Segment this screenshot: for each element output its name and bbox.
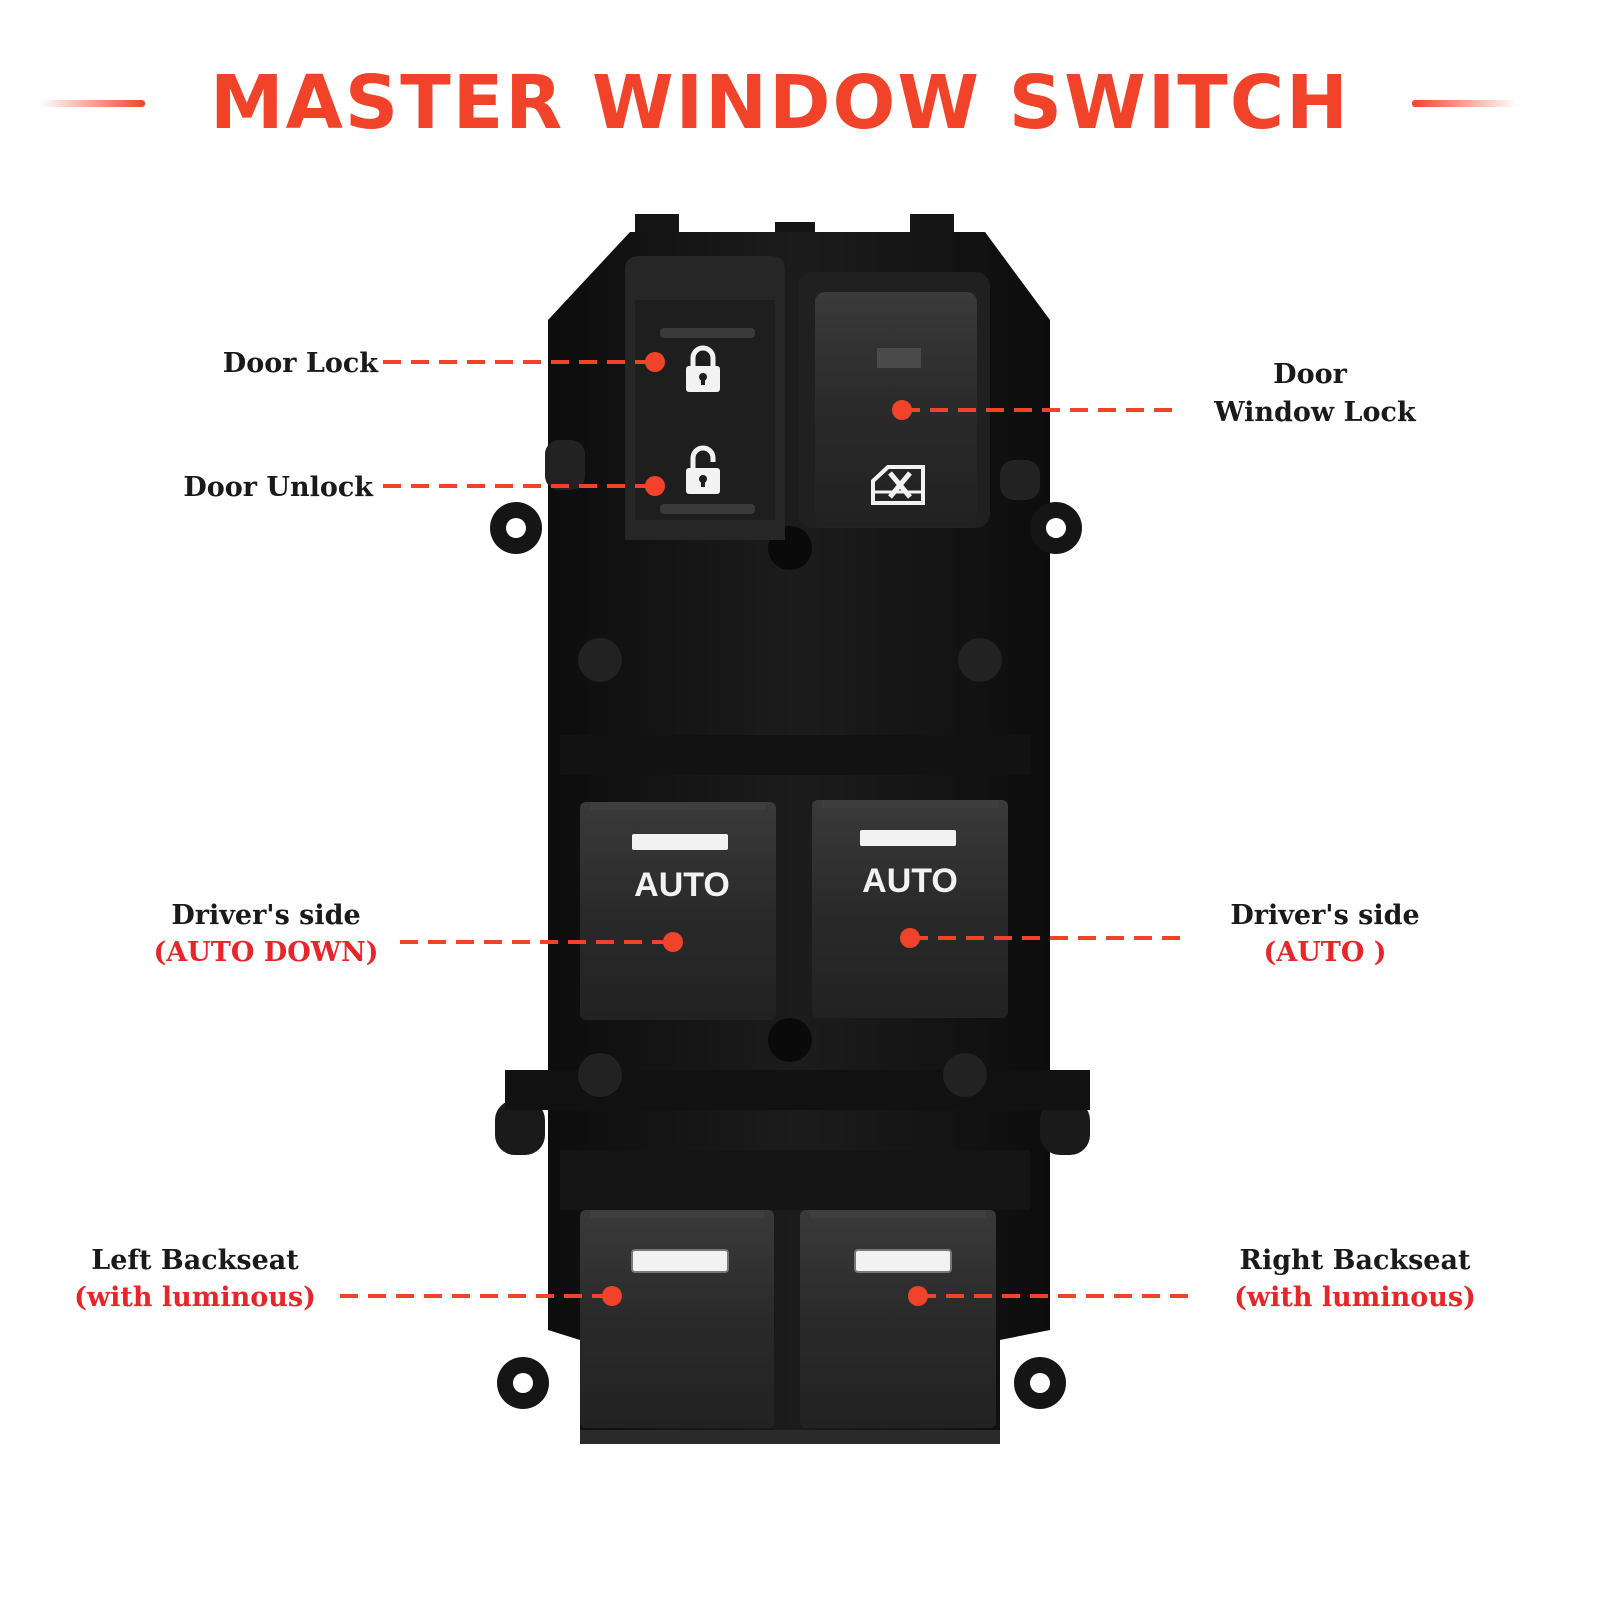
callout-labels: Door Lock Door Unlock Door Window Lock D…: [74, 348, 1476, 1313]
rear-right-window-button[interactable]: [800, 1210, 996, 1428]
door-lock-button[interactable]: [625, 256, 785, 540]
lock-closed-icon: [686, 345, 720, 392]
page-title: MASTER WINDOW SWITCH: [210, 60, 1350, 146]
lock-open-icon: [686, 445, 720, 494]
label-driver-right-line1: Driver's side: [1230, 900, 1419, 931]
driver-left-window-button[interactable]: AUTO: [580, 802, 776, 1020]
label-window-lock-line1: Door: [1273, 359, 1347, 390]
label-door-lock: Door Lock: [223, 348, 379, 379]
dot-driver-left: [663, 932, 683, 952]
label-door-unlock: Door Unlock: [183, 472, 374, 503]
label-window-lock-line2: Window Lock: [1213, 397, 1417, 428]
dot-door-unlock: [645, 476, 665, 496]
dot-left-back: [602, 1286, 622, 1306]
label-right-back-line2: (with luminous): [1234, 1282, 1476, 1313]
dot-door-lock: [645, 352, 665, 372]
title-rule-left: [40, 100, 145, 107]
dot-right-back: [908, 1286, 928, 1306]
title-rule-right: [1412, 100, 1517, 107]
luminous-indicator: [854, 1249, 952, 1273]
indicator-bar: [632, 834, 728, 850]
label-left-back-line1: Left Backseat: [91, 1245, 299, 1276]
label-driver-right-line2: (AUTO ): [1263, 937, 1386, 968]
callout-dots: [602, 352, 928, 1306]
window-lock-led: [877, 348, 921, 368]
callout-leaders: [340, 360, 1192, 1298]
label-driver-left-line1: Driver's side: [171, 900, 360, 931]
luminous-indicator: [631, 1249, 729, 1273]
indicator-bar: [860, 830, 956, 846]
label-right-back-line1: Right Backseat: [1240, 1245, 1471, 1276]
auto-label: AUTO: [634, 866, 730, 904]
rear-left-window-button[interactable]: [580, 1210, 774, 1428]
window-lock-icon: [871, 465, 925, 505]
label-driver-left-line2: (AUTO DOWN): [154, 937, 379, 968]
title-group: MASTER WINDOW SWITCH: [40, 60, 1517, 146]
label-left-back-line2: (with luminous): [74, 1282, 316, 1313]
auto-label: AUTO: [862, 862, 958, 900]
dot-window-lock: [892, 400, 912, 420]
window-lock-button[interactable]: [798, 272, 990, 528]
driver-right-window-button[interactable]: AUTO: [812, 800, 1008, 1018]
dot-driver-right: [900, 928, 920, 948]
